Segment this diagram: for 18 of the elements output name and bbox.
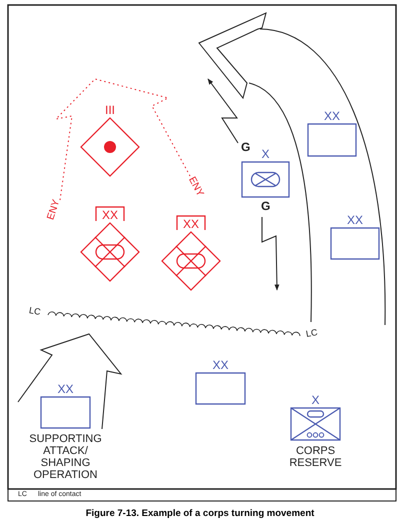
echelon-label: XX [347, 214, 363, 226]
unit-caption: CORPS RESERVE [288, 445, 343, 469]
enemy-label: ENY [186, 176, 205, 198]
echelon-label: XX [212, 359, 228, 371]
echelon-label: X [312, 394, 320, 406]
graphic-control-label: G [261, 200, 270, 212]
enemy-label: ENY [46, 198, 62, 222]
echelon-label: XX [102, 209, 118, 221]
echelon-label: XX [58, 383, 74, 395]
echelon-label: III [105, 104, 115, 116]
figure-caption: Figure 7-13. Example of a corps turning movement [86, 509, 314, 518]
echelon-label: X [262, 148, 270, 160]
line-label: LC [28, 306, 42, 317]
unit-caption: SUPPORTING ATTACK/ SHAPING OPERATION [28, 433, 103, 481]
echelon-label: XX [183, 218, 199, 230]
line-label: LC [305, 328, 318, 339]
echelon-label: XX [324, 110, 340, 122]
graphic-control-label: G [241, 141, 250, 153]
